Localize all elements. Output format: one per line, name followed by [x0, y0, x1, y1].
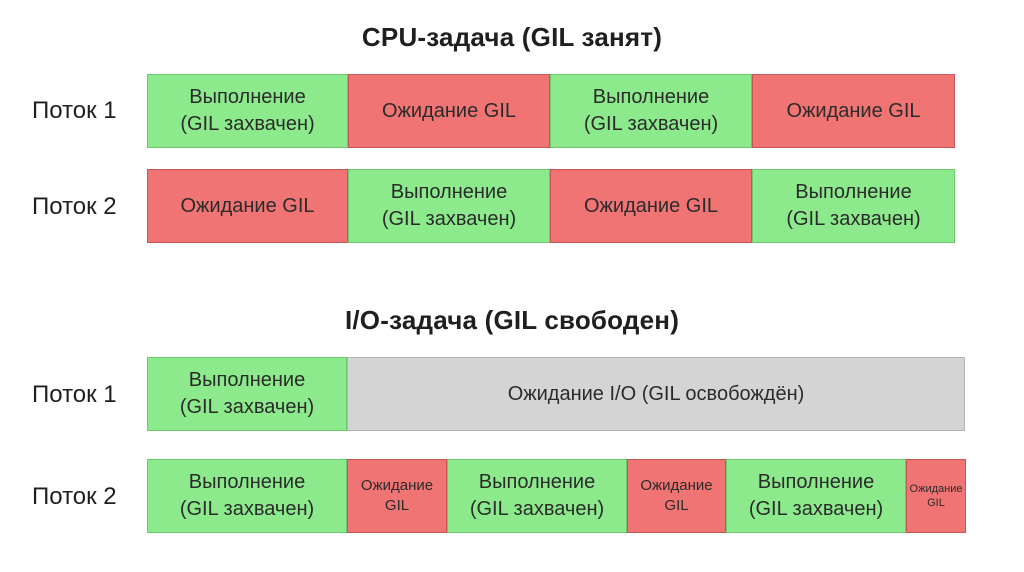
cpu-thread1-segment-waiting-gil: Ожидание GIL	[348, 74, 550, 148]
io-thread1-segment-running: Выполнение (GIL захвачен)	[147, 357, 347, 431]
cpu-thread2-segment-running: Выполнение (GIL захвачен)	[348, 169, 550, 243]
cpu-thread2-segment-running: Выполнение (GIL захвачен)	[752, 169, 955, 243]
cpu-thread1-label: Поток 1	[32, 97, 117, 124]
io-thread1-segment-waiting-io: Ожидание I/O (GIL освобождён)	[347, 357, 965, 431]
cpu-thread2-label: Поток 2	[32, 193, 117, 220]
io-thread2-segment-waiting-gil: Ожидание GIL	[906, 459, 966, 533]
io-task-title: I/O-задача (GIL свободен)	[344, 305, 680, 335]
io-thread2-segment-running: Выполнение (GIL захвачен)	[726, 459, 906, 533]
io-thread2-segment-waiting-gil: Ожидание GIL	[627, 459, 726, 533]
io-thread2-segment-waiting-gil: Ожидание GIL	[347, 459, 447, 533]
cpu-thread2-segment-waiting-gil: Ожидание GIL	[550, 169, 752, 243]
cpu-thread1-segment-waiting-gil: Ожидание GIL	[752, 74, 955, 148]
cpu-thread1-segment-running: Выполнение (GIL захвачен)	[147, 74, 348, 148]
cpu-thread1-segment-running: Выполнение (GIL захвачен)	[550, 74, 752, 148]
io-thread2-segment-running: Выполнение (GIL захвачен)	[147, 459, 347, 533]
io-thread2-label: Поток 2	[32, 483, 117, 510]
io-thread1-label: Поток 1	[32, 381, 117, 408]
io-thread2-segment-running: Выполнение (GIL захвачен)	[447, 459, 627, 533]
cpu-thread2-segment-waiting-gil: Ожидание GIL	[147, 169, 348, 243]
cpu-task-title: CPU-задача (GIL занят)	[361, 22, 663, 52]
